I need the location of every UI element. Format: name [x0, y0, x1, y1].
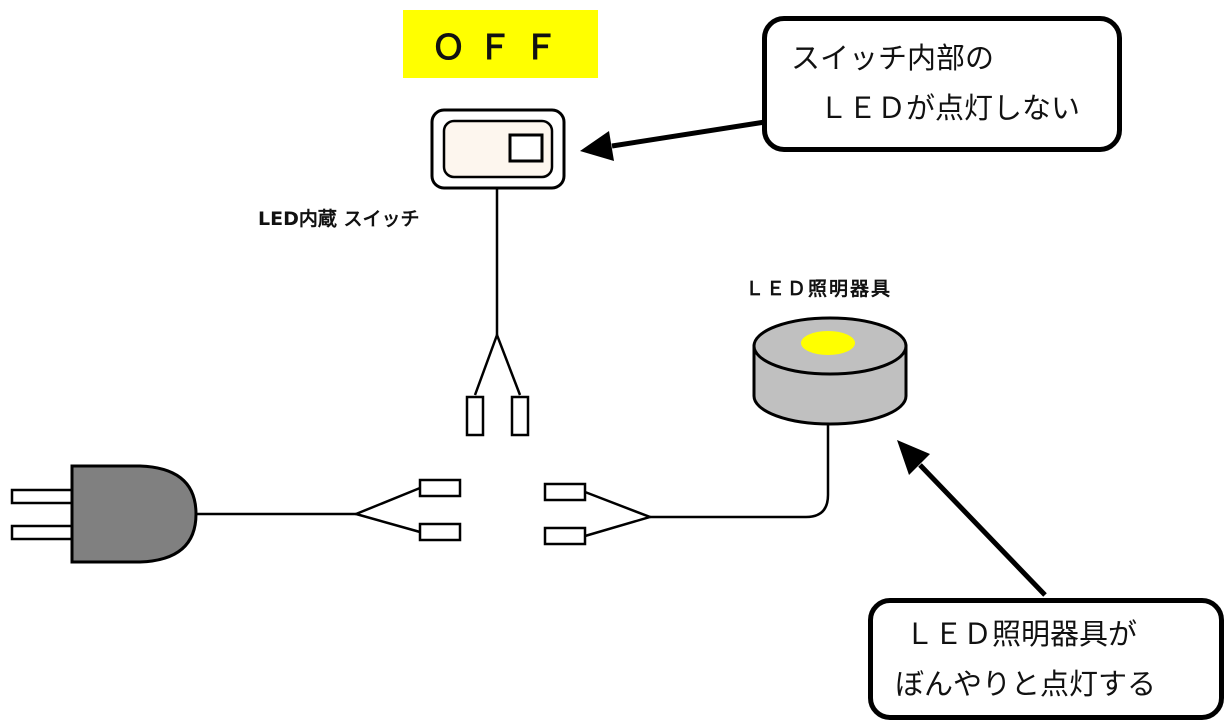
switch-callout-line-1: スイッチ内部の — [791, 41, 995, 75]
switch-callout-line-2: ＬＥＤが点灯しない — [819, 91, 1081, 125]
fixture-callout: ＬＥＤ照明器具が ぼんやりと点灯する — [868, 598, 1224, 720]
fixture-cord — [584, 424, 830, 538]
led-switch — [430, 108, 566, 190]
switch-state-badge: ＯＦＦ — [403, 10, 598, 78]
plug-cord-terminals — [418, 478, 462, 542]
switch-label: LED内蔵 スイッチ — [258, 208, 420, 230]
power-plug — [10, 464, 198, 564]
switch-led-indicator — [508, 133, 544, 163]
switch-lead-wire — [473, 188, 522, 396]
fixture-callout-line-2: ぼんやりと点灯する — [895, 667, 1157, 701]
switch-callout: スイッチ内部の ＬＥＤが点灯しない — [762, 16, 1122, 152]
fixture-label: ＬＥＤ照明器具 — [745, 278, 893, 300]
fixture-light — [801, 331, 855, 355]
plug-cord — [196, 486, 421, 534]
fixture-cord-terminals — [543, 482, 587, 546]
switch-callout-arrow — [580, 119, 766, 161]
fixture-callout-line-1: ＬＥＤ照明器具が — [905, 617, 1138, 651]
fixture-callout-arrow — [897, 440, 1047, 597]
switch-terminals — [465, 395, 530, 437]
led-fixture — [752, 316, 908, 426]
